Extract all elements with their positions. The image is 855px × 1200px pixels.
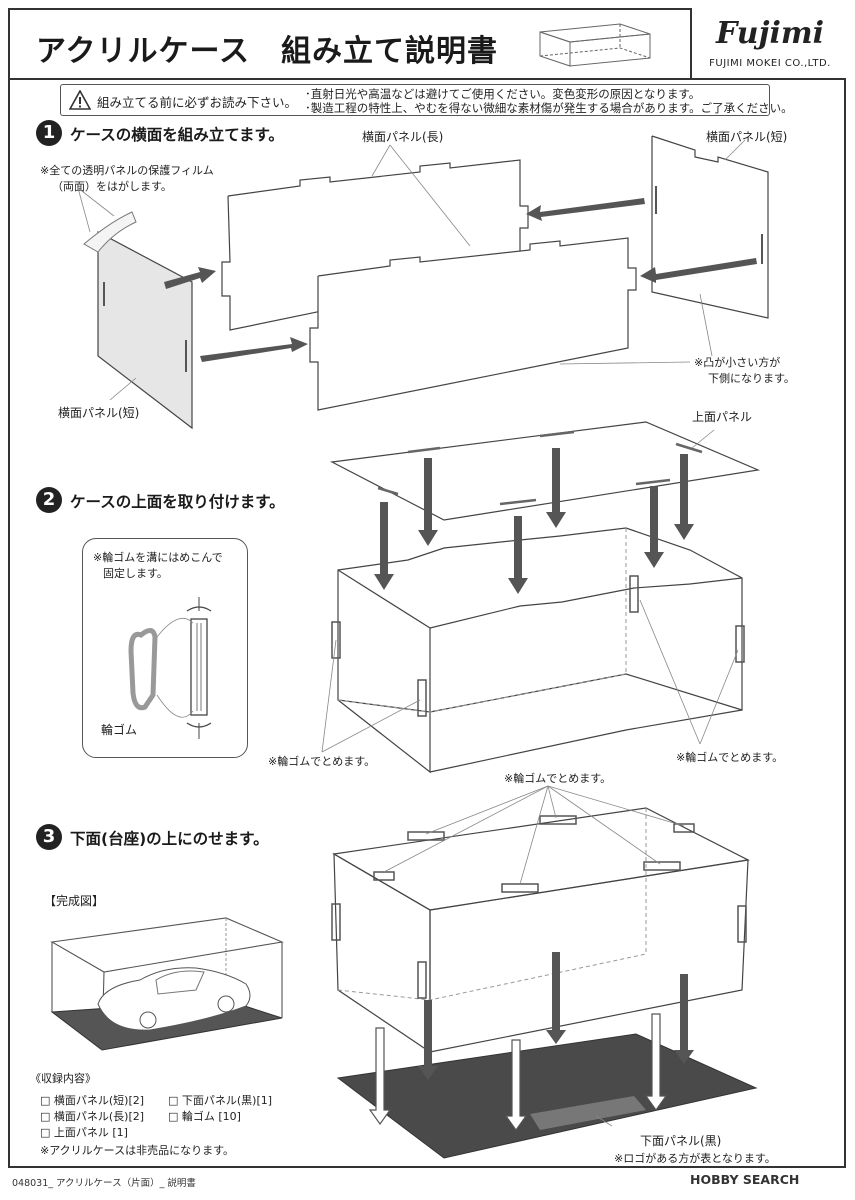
label-short-panel-left: 横面パネル(短) [58,406,140,420]
step-3-number: 3 [36,824,62,850]
warning-icon [69,90,91,110]
inset-rubber-band-label: 輪ゴム [101,723,138,737]
notice-box: 組み立てる前に必ずお読み下さい。 ･直射日光や高温などは避けてご使用ください。変… [60,84,793,116]
page-title: アクリルケース 組み立て説明書 [36,34,498,69]
contents-item: □ 横面パネル(長)[2] [40,1110,145,1123]
completed-view-label: 【完成図】 [44,894,105,908]
page-frame [8,8,846,1168]
contents-item: □ 下面パネル(黒)[1] [168,1094,273,1107]
watermark: HOBBY SEARCH [690,1172,800,1187]
step-1-title: ケースの横面を組み立てます。 [70,126,284,144]
band-note-right: ※輪ゴムでとめます。 [676,751,784,764]
rubber-band-inset: ※輪ゴムを溝にはめこんで 固定します。 輪ゴム [82,538,248,758]
band-note-top: ※輪ゴムでとめます。 [504,772,612,785]
brand-company-name: FUJIMI MOKEI CO.,LTD. [709,58,831,69]
contents-note: ※アクリルケースは非売品になります。 [40,1144,235,1157]
brand-logo-script: Fujimi [716,16,824,51]
contents-item: □ 輪ゴム [10] [168,1110,241,1123]
inset-note-line-1: ※輪ゴムを溝にはめこんで [93,551,223,564]
contents-item: □ 上面パネル [1] [40,1126,128,1139]
label-short-panel-right: 横面パネル(短) [706,130,788,144]
film-note-line-1: ※全ての透明パネルの保護フィルム [40,164,214,177]
film-note-line-2: （両面）をはがします。 [52,180,172,193]
inset-note-line-2: 固定します。 [103,567,168,580]
contents-item: □ 横面パネル(短)[2] [40,1094,145,1107]
tab-note-line-1: ※凸が小さい方が [694,356,781,369]
brand-logo: Fujimi FUJIMI MOKEI CO.,LTD. [690,8,848,78]
contents-title: 《収録内容》 [30,1072,96,1085]
notice-main-text: 組み立てる前に必ずお読み下さい。 [97,95,298,110]
band-note-left: ※輪ゴムでとめます。 [268,755,376,768]
notice-line-1: ･直射日光や高温などは避けてご使用ください。変色変形の原因となります。 [305,87,701,101]
logo-side-note: ※ロゴがある方が表となります。 [614,1152,776,1165]
step-2-title: ケースの上面を取り付けます。 [70,493,285,511]
step-2-number: 2 [36,487,62,513]
label-bottom-panel: 下面パネル(黒) [640,1134,722,1148]
label-long-panel: 横面パネル(長) [362,130,444,144]
contents-list: 《収録内容》 □ 横面パネル(短)[2] □ 下面パネル(黒)[1] □ 横面パ… [28,1070,328,1162]
rubber-band-diagram [128,597,212,739]
step-1-number: 1 [36,120,62,146]
notice-line-2: ･製造工程の特性上、やむを得ない微細な素材傷が発生する場合があります。ご了承くだ… [305,101,793,115]
tab-note-line-2: 下側になります。 [708,372,795,385]
label-top-panel: 上面パネル [692,410,753,424]
step-3-title: 下面(台座)の上にのせます。 [70,830,269,848]
document-id: 048031_ アクリルケース（片面）_ 説明書 [12,1178,196,1189]
header-rule [8,78,846,80]
